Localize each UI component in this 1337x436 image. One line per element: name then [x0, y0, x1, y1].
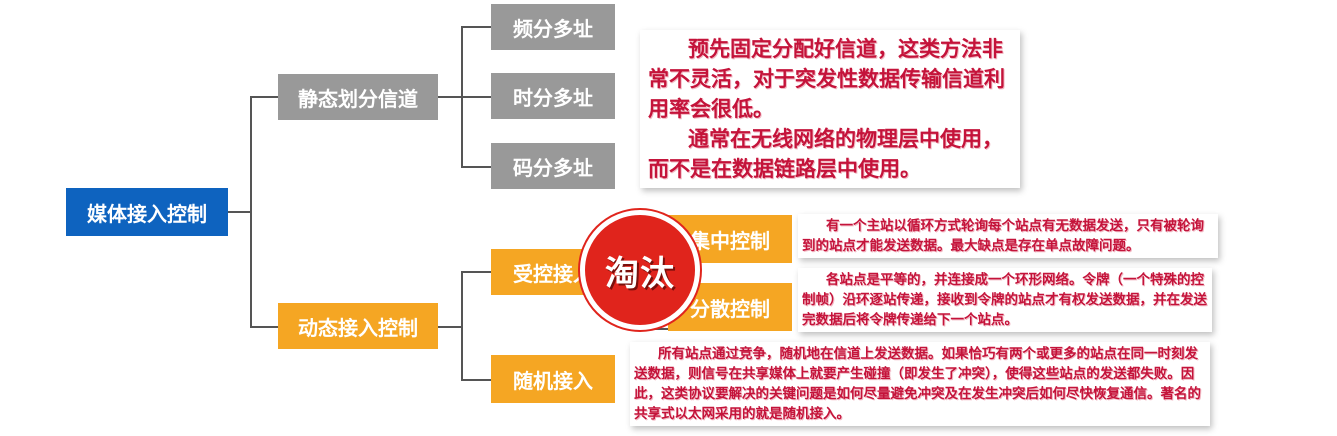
cdma-node: 码分多址 — [491, 143, 615, 189]
static-channel-note: 预先固定分配好信道，这类方法非常不灵活，对于突发性数据传输信道利用率会很低。 通… — [640, 30, 1020, 188]
centralized-note-text: 有一个主站以循环方式轮询每个站点有无数据发送，只有被轮询到的站点才能发送数据。最… — [802, 218, 1204, 254]
connector-random — [461, 379, 491, 381]
fdma-node: 频分多址 — [491, 4, 615, 50]
connector-root — [227, 211, 251, 213]
distributed-note-text: 各站点是平等的，并连接成一个环形网络。令牌（一个特殊的控制帧）沿环逐站传递，接收… — [802, 272, 1207, 328]
connector-distributed — [640, 328, 668, 330]
random-access-note: 所有站点通过竞争，随机地在信道上发送数据。如果恰巧有两个或更多的站点在同一时刻发… — [630, 342, 1210, 426]
connector-root-vertical — [250, 96, 252, 328]
centralized-control-node: 集中控制 — [668, 215, 792, 263]
connector-dynamic — [250, 326, 278, 328]
static-note-line-2: 通常在无线网络的物理层中使用，而不是在数据链路层中使用。 — [648, 127, 1003, 181]
obsolete-stamp-label: 淘汰 — [605, 253, 675, 294]
distributed-control-note: 各站点是平等的，并连接成一个环形网络。令牌（一个特殊的控制帧）沿环逐站传递，接收… — [798, 268, 1212, 332]
connector-static — [250, 96, 278, 98]
connector-static-out — [438, 96, 462, 98]
connector-fdma — [461, 26, 491, 28]
connector-dynamic-vertical — [461, 271, 463, 380]
static-channel-node: 静态划分信道 — [278, 74, 438, 120]
connector-controlled — [461, 271, 491, 273]
connector-dynamic-out — [438, 326, 462, 328]
dynamic-access-node: 动态接入控制 — [278, 303, 438, 349]
random-note-text: 所有站点通过竞争，随机地在信道上发送数据。如果恰巧有两个或更多的站点在同一时刻发… — [634, 346, 1201, 422]
random-access-node: 随机接入 — [491, 355, 615, 403]
obsolete-stamp: 淘汰 — [580, 210, 700, 330]
connector-cdma — [461, 166, 491, 168]
centralized-control-note: 有一个主站以循环方式轮询每个站点有无数据发送，只有被轮询到的站点才能发送数据。最… — [798, 214, 1218, 258]
root-node: 媒体接入控制 — [66, 188, 228, 236]
tdma-node: 时分多址 — [491, 73, 615, 119]
static-note-line-1: 预先固定分配好信道，这类方法非常不灵活，对于突发性数据传输信道利用率会很低。 — [648, 37, 1005, 121]
connector-tdma — [461, 96, 491, 98]
